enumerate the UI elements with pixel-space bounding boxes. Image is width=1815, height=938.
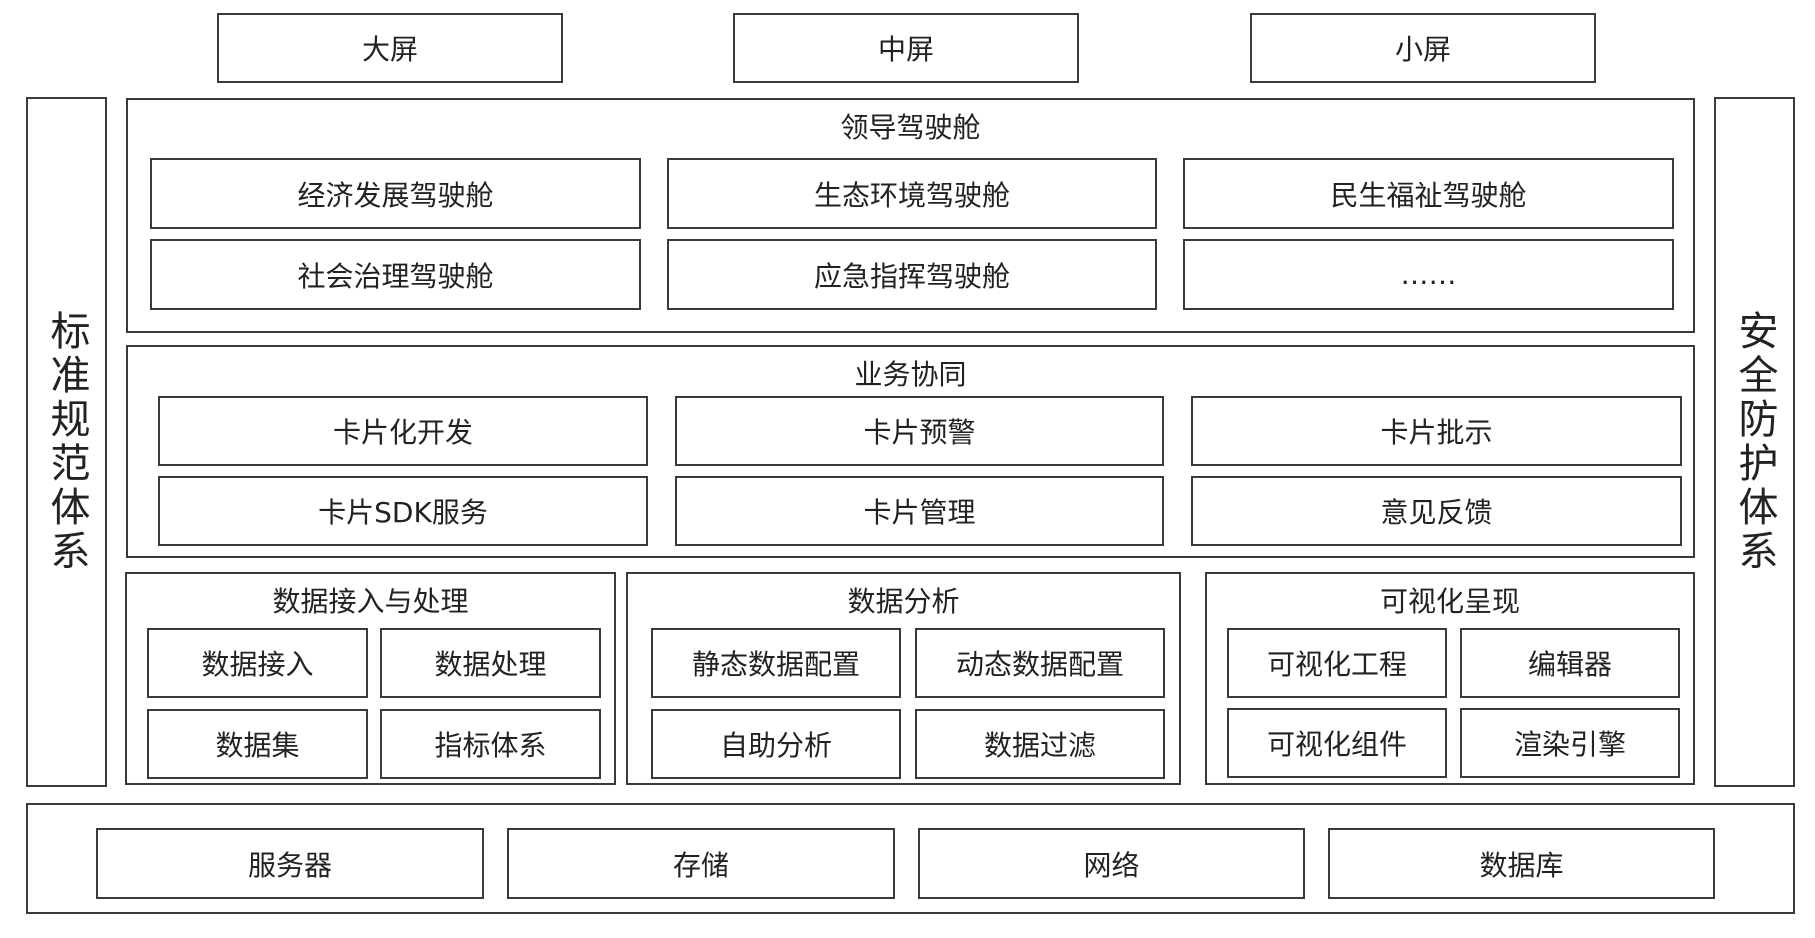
visualization-title: 可视化呈现	[1379, 585, 1520, 618]
screen-small: 小屏	[1250, 13, 1596, 83]
infrastructure-item: 服务器	[96, 828, 484, 899]
cockpit-item: 社会治理驾驶舱	[150, 239, 641, 310]
infrastructure-item: 存储	[507, 828, 895, 899]
business-item: 卡片化开发	[158, 396, 648, 466]
data-analysis-item: 动态数据配置	[915, 628, 1165, 698]
screen-large: 大屏	[217, 13, 563, 83]
cockpit-title: 领导驾驶舱	[840, 111, 981, 144]
data-access-item: 指标体系	[380, 709, 601, 779]
data-access-item: 数据集	[147, 709, 368, 779]
cockpit-item: 生态环境驾驶舱	[667, 158, 1157, 229]
standards-column: 标准规范体系	[26, 97, 107, 787]
security-label: 安全防护体系	[1731, 310, 1778, 574]
data-access-title: 数据接入与处理	[272, 585, 469, 618]
data-analysis-item: 静态数据配置	[651, 628, 901, 698]
business-item: 卡片预警	[675, 396, 1164, 466]
data-analysis-item: 自助分析	[651, 709, 901, 779]
business-item: 卡片SDK服务	[158, 476, 648, 546]
cockpit-item: 民生福祉驾驶舱	[1183, 158, 1674, 229]
infrastructure-item: 网络	[918, 828, 1305, 899]
data-access-item: 数据接入	[147, 628, 368, 698]
visualization-item: 可视化工程	[1227, 628, 1447, 698]
business-item: 意见反馈	[1191, 476, 1682, 546]
cockpit-item: ……	[1183, 239, 1674, 310]
security-column: 安全防护体系	[1714, 97, 1795, 787]
visualization-item: 可视化组件	[1227, 708, 1447, 778]
visualization-item: 渲染引擎	[1460, 708, 1680, 778]
data-analysis-title: 数据分析	[847, 585, 960, 618]
infrastructure-item: 数据库	[1328, 828, 1715, 899]
cockpit-item: 应急指挥驾驶舱	[667, 239, 1157, 310]
business-title: 业务协同	[854, 358, 967, 391]
cockpit-item: 经济发展驾驶舱	[150, 158, 641, 229]
screen-medium: 中屏	[733, 13, 1079, 83]
standards-label: 标准规范体系	[43, 310, 90, 574]
data-analysis-item: 数据过滤	[915, 709, 1165, 779]
business-item: 卡片批示	[1191, 396, 1682, 466]
business-item: 卡片管理	[675, 476, 1164, 546]
data-access-item: 数据处理	[380, 628, 601, 698]
visualization-item: 编辑器	[1460, 628, 1680, 698]
